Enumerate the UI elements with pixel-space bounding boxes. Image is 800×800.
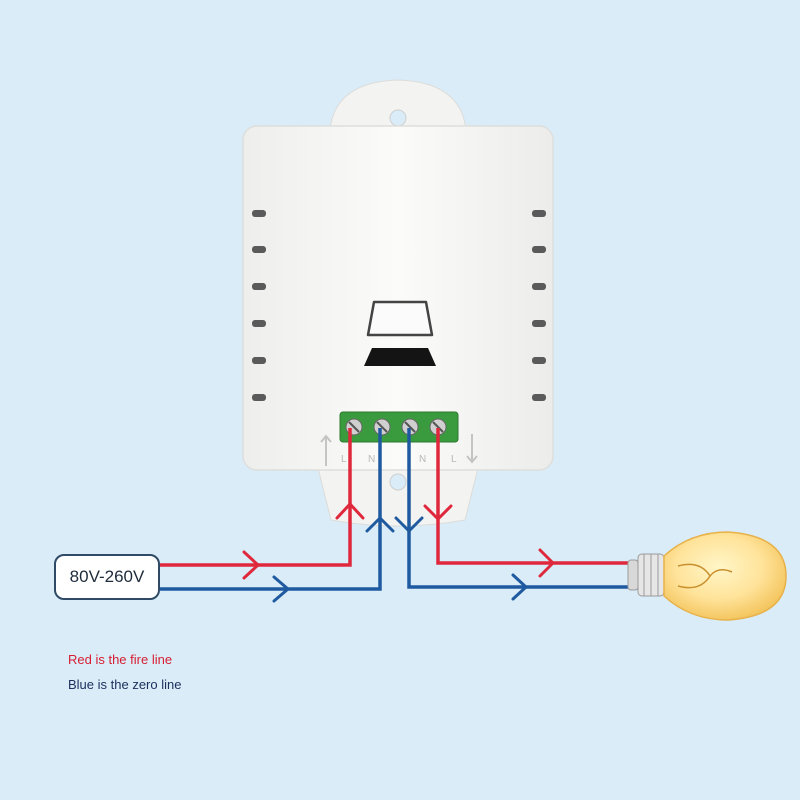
legend-zero-line: Blue is the zero line: [68, 677, 182, 692]
terminal-label-1: L: [341, 454, 347, 465]
wall-mount-tab-top: [329, 79, 467, 131]
indicator-window: [364, 348, 436, 366]
terminal-label-4: L: [451, 454, 457, 465]
wires: [160, 428, 640, 591]
supply-voltage-box: 80V-260V: [54, 554, 160, 600]
terminal-label-3: N: [419, 454, 426, 465]
terminal-block: [339, 411, 459, 443]
wall-mount-tab-bottom: [317, 467, 479, 527]
flow-arrows: [242, 502, 555, 603]
output-fire-line: [436, 428, 640, 565]
input-fire-line: [160, 428, 352, 567]
pair-button: [366, 300, 434, 337]
output-zero-line: [407, 428, 640, 589]
terminal-label-2: N: [368, 454, 375, 465]
vent-slots-right: [532, 210, 546, 401]
supply-voltage-label: 80V-260V: [69, 567, 145, 586]
input-zero-line: [160, 428, 382, 591]
arrow-icon: [320, 434, 478, 466]
light-bulb-icon: [627, 531, 787, 621]
vent-slots-left: [252, 210, 266, 401]
legend-fire-line: Red is the fire line: [68, 652, 173, 667]
switch-module-body: L N N L: [242, 125, 554, 471]
